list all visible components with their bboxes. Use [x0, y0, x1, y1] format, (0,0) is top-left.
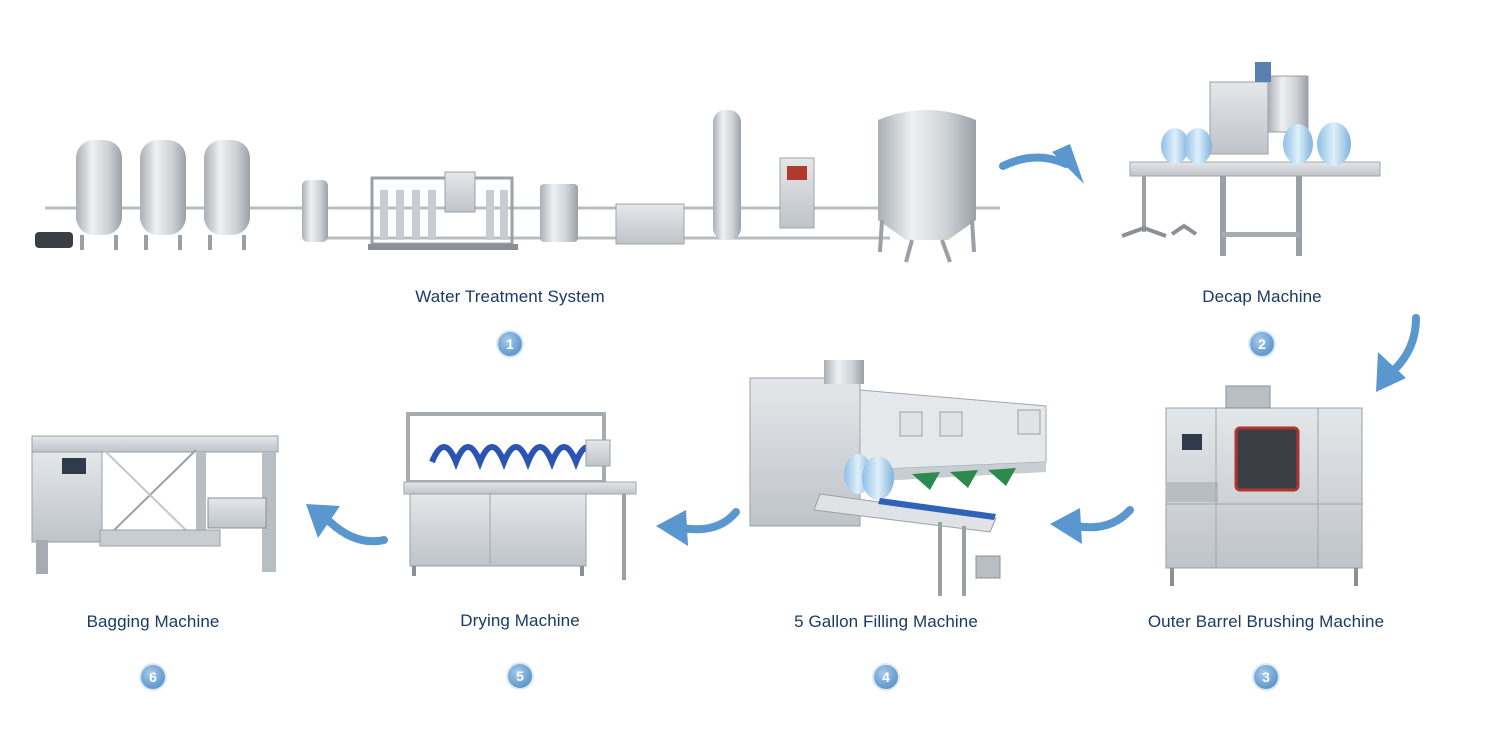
- step-4-label: 5 Gallon Filling Machine: [794, 612, 978, 631]
- arrow-1-to-2: [999, 144, 1084, 184]
- brushing-machine-illustration: [1165, 385, 1363, 586]
- step-5-number-badge: 5: [508, 664, 532, 688]
- decap-machine-illustration: [1121, 62, 1381, 256]
- flow-arrows: [306, 144, 1420, 546]
- drying-machine-illustration: [403, 412, 637, 580]
- step-1-label: Water Treatment System: [415, 287, 605, 306]
- step-3-number-badge: 3: [1254, 665, 1278, 689]
- filling-machine-illustration: [749, 360, 1047, 596]
- step-6-number-badge: 6: [141, 665, 165, 689]
- bagging-machine-illustration: [31, 435, 279, 574]
- step-5-label: Drying Machine: [460, 611, 580, 630]
- step-6-label: Bagging Machine: [86, 612, 220, 631]
- step-2-number-badge: 2: [1250, 332, 1274, 356]
- arrow-5-to-6: [306, 504, 388, 546]
- step-4-number-badge: 4: [874, 665, 898, 689]
- arrow-3-to-4: [1050, 506, 1134, 544]
- arrow-2-to-3: [1376, 314, 1420, 392]
- step-2-label: Decap Machine: [1202, 287, 1322, 306]
- step-3-label: Outer Barrel Brushing Machine: [1147, 612, 1385, 631]
- water-treatment-illustration: [35, 110, 1000, 263]
- arrow-4-to-5: [656, 508, 740, 546]
- step-1-number-badge: 1: [498, 332, 522, 356]
